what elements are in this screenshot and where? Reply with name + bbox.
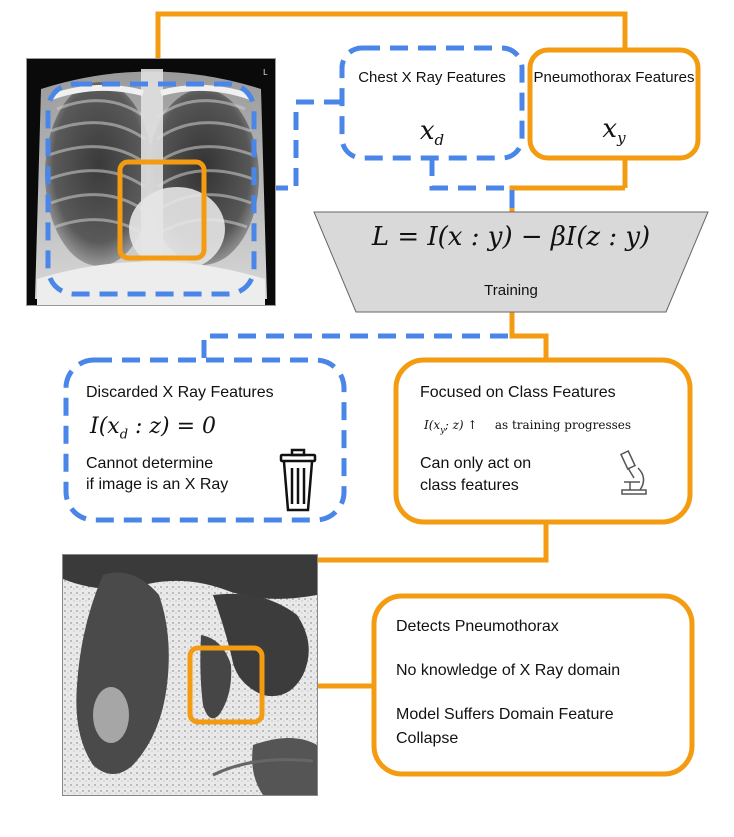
discarded-title: Discarded X Ray Features bbox=[86, 384, 274, 401]
blue-connector-chest-loss bbox=[429, 158, 515, 212]
chest-xray-image: L bbox=[26, 58, 276, 306]
focused-line1: Can only act on bbox=[420, 455, 532, 472]
focused-title: Focused on Class Features bbox=[420, 384, 616, 401]
loss-label: Training bbox=[484, 282, 538, 299]
discarded-formula: I(xd : z) = 0 bbox=[90, 414, 217, 443]
result-line4: Collapse bbox=[396, 730, 459, 747]
svg-text:L: L bbox=[263, 68, 268, 77]
result-line2: No knowledge of X Ray domain bbox=[396, 662, 621, 679]
loss-formula: L = I(x : y) − βI(z : y) bbox=[371, 222, 651, 252]
discarded-line1: Cannot determine bbox=[86, 455, 214, 472]
orange-connector-pneumo-loss-2 bbox=[509, 185, 625, 212]
discarded-line2: if image is an X Ray bbox=[86, 476, 229, 493]
blue-connector-loss-discarded bbox=[201, 312, 515, 360]
blue-connector-chest-xray bbox=[256, 99, 342, 191]
result-line3: Model Suffers Domain Feature bbox=[396, 706, 614, 723]
pneumo-features-symbol: xy bbox=[602, 114, 626, 148]
pneumo-features-title: Pneumothorax Features bbox=[533, 69, 695, 86]
focused-formula: I(xy; z) ↑ as training progresses bbox=[424, 418, 632, 435]
focused-line2: class features bbox=[420, 477, 519, 494]
satellite-lakes-image bbox=[62, 554, 318, 796]
chest-features-symbol: xd bbox=[419, 116, 445, 150]
orange-connector-loss-focused bbox=[509, 312, 549, 360]
result-line1: Detects Pneumothorax bbox=[396, 618, 559, 635]
chest-features-title: Chest X Ray Features bbox=[358, 69, 506, 86]
